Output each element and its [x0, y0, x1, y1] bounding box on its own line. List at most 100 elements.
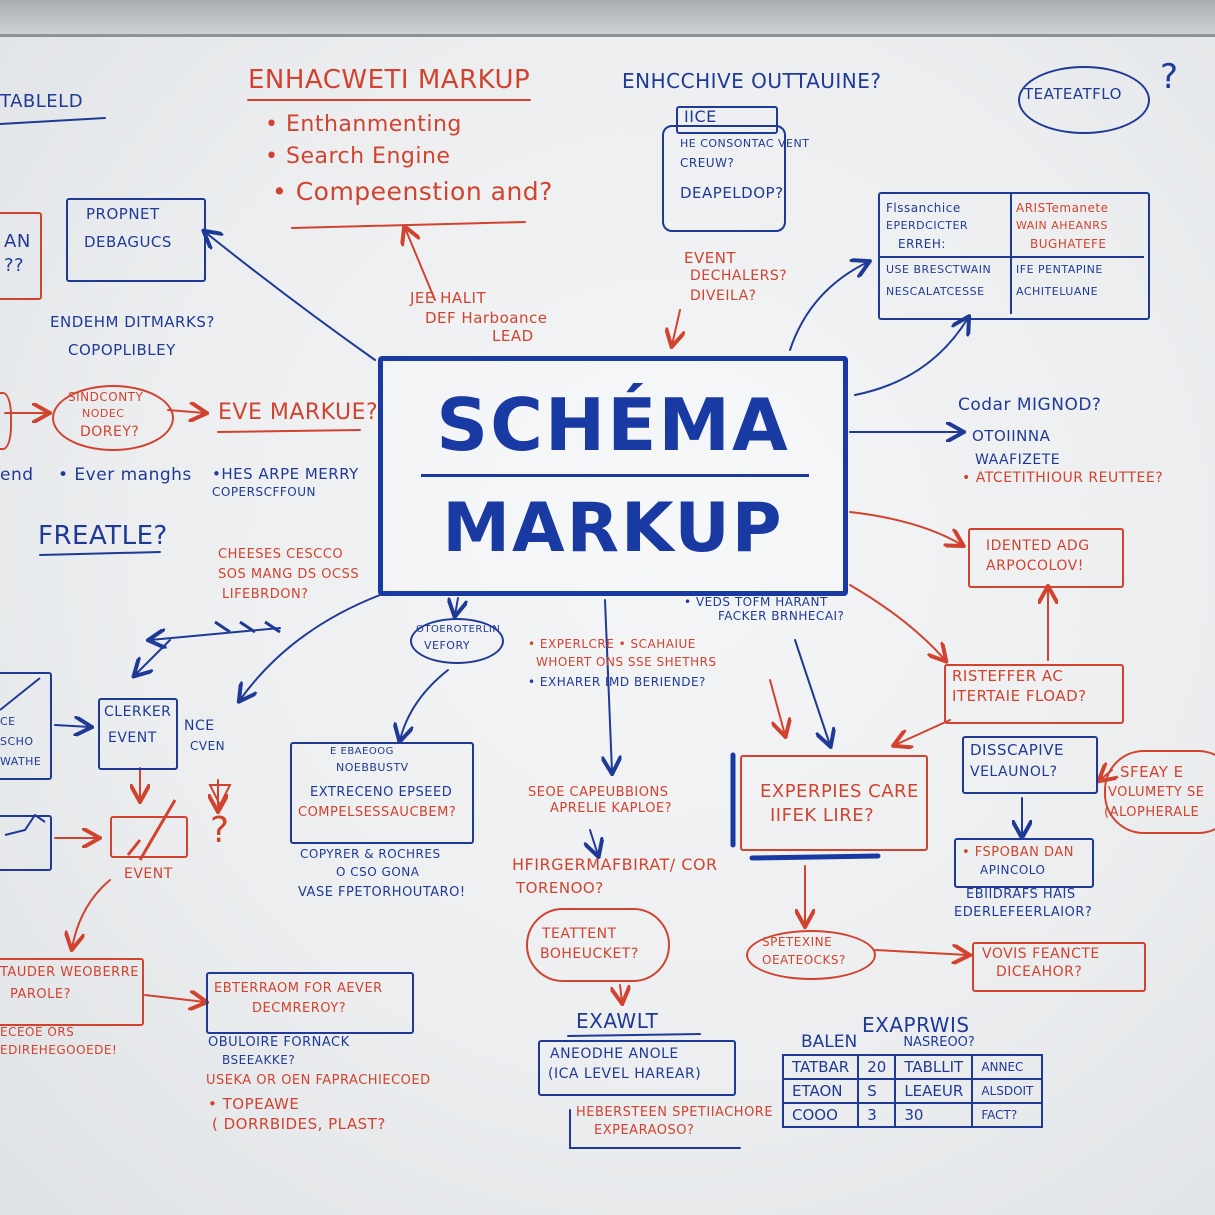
product-line1: PROPNET: [86, 205, 160, 223]
bottom-left-list-1: OBULOIRE FORNACK: [208, 1035, 350, 1050]
enhanced-box-4: COMPELSESSAUCBEM?: [298, 805, 457, 820]
bottom-center-red-2: EXPEARAOSO?: [594, 1123, 695, 1138]
spetence-2: OEATEOCKS?: [762, 953, 846, 967]
right-side-1: SFEAY E: [1120, 763, 1184, 781]
top-right-circle: [1018, 66, 1150, 134]
cheeses-3: LIFEBRDON?: [222, 587, 309, 602]
ever-line-coper: COPERSCFFOUN: [212, 485, 316, 499]
red-box-right: [968, 528, 1124, 588]
right-low-box3: [954, 838, 1094, 888]
bt-r3c1: COOO: [781, 1102, 860, 1128]
bottom-center-box: [538, 1040, 736, 1096]
ever-line-manghs: • Ever manghs: [58, 465, 192, 485]
left-oval: [52, 385, 174, 451]
event-box-2: EVENT: [108, 730, 157, 746]
right-low-box3-1: • FSPOBAN DAN: [962, 845, 1074, 860]
red-center-low-2: APRELIE KAPLOE?: [550, 801, 673, 816]
bt-r1c4: ANNEC: [971, 1054, 1044, 1080]
bottom-left-box-2: DECMREROY?: [252, 1001, 347, 1016]
rt-r4c2: IFE PENTAPINE: [1016, 263, 1103, 276]
bottom-center-box-2: (ICA LEVEL HAREAR): [548, 1066, 702, 1082]
center-red-list-1: • EXPERLCRE • SCAHAIUE: [528, 637, 696, 651]
copyr-1: COPYRER & ROCHRES: [300, 847, 441, 861]
top-left-label: TABLELD: [0, 91, 84, 112]
bottom-left-box-1: EBTERRAOM FOR AEVER: [214, 981, 383, 996]
bubble-header: IICE: [684, 107, 717, 126]
enhanced-box: [290, 742, 474, 844]
red-note-line2: DEF Harboance: [425, 309, 548, 327]
vovis-box: [972, 942, 1146, 992]
bubble-line2: CREUW?: [680, 156, 735, 170]
center-red-list-3: • EXHARER IMD BERIENDE?: [528, 675, 706, 689]
bubble-header-box: [676, 106, 778, 134]
cheeses-1: CHEESES CESCCO: [218, 547, 344, 562]
bottom-left-red-2: PAROLE?: [10, 987, 72, 1002]
rt-r1c2: ARISTemanete: [1016, 201, 1109, 215]
product-box: [66, 198, 206, 282]
nice-1: NCE: [184, 718, 215, 734]
event-box-1: CLERKER: [104, 704, 172, 720]
enhance-left-2: COPOPLIBLEY: [68, 341, 176, 359]
teatent-2: BOHEUCKET?: [540, 946, 639, 962]
bottom-left-red-box: [0, 958, 144, 1026]
explicit-box: [740, 755, 928, 851]
right-mid-3: WAAFIZETE: [975, 452, 1061, 468]
spetence-1: SPETEXINE: [762, 935, 833, 949]
bottom-left-box: [206, 972, 414, 1034]
rt-r2c1: EPERDCICTER: [886, 219, 969, 232]
right-low-box2-1: DISSCAPIVE: [970, 741, 1064, 759]
enhanced-item-3: • Compeenstion and?: [272, 177, 553, 206]
left-oval-3: DOREY?: [80, 424, 140, 440]
right-table-divider-v: [1010, 194, 1012, 314]
red-note-line3: LEAD: [492, 327, 534, 345]
enhanced-item-1: • Enthanmenting: [265, 112, 462, 137]
bottom-center-red-1: HEBERSTEEN SPETIIACHORE: [576, 1105, 774, 1120]
bt-r1c1: TATBAR: [781, 1054, 860, 1080]
central-title-line2: MARKUP: [442, 489, 784, 568]
rt-r1c1: Flssanchice: [886, 201, 961, 215]
rt-r2c2: WAIN AHEANRS: [1016, 219, 1108, 232]
nice-2: CVEN: [190, 739, 226, 753]
rt-r3c2: BUGHATEFE: [1030, 237, 1107, 251]
right-mid-4: • ATCETITHIOUR REUTTEE?: [962, 470, 1164, 486]
left-oval-1: SINDCONTY: [68, 390, 144, 404]
top-right-circle-text: TEATEATFLO: [1024, 85, 1122, 103]
spetence-oval: [746, 930, 876, 980]
bt-r2c4: ALSDOIT: [971, 1078, 1044, 1104]
left-mid-box: [0, 672, 52, 780]
event-red-top-1: EVENT: [684, 249, 737, 267]
center-red-list-2: WHOERT ONS SSE SHETHRS: [536, 655, 717, 669]
event-box: [98, 698, 178, 770]
hfirm-1: HFIRGERMAFBIRAT/ COR: [512, 855, 718, 874]
bubble-line1: HE CONSONTAC VENT: [680, 137, 810, 150]
bottom-left-red-1: TAUDER WEOBERRE: [0, 965, 139, 980]
bottom-table-title: EXAPRWIS: [862, 1013, 970, 1037]
cheeses-2: SOS MANG DS OCSS: [218, 567, 360, 582]
event-red-top-2: DECHALERS?: [690, 268, 788, 284]
center-below-oval: [410, 618, 504, 664]
central-title-line1: SCHÉMA: [436, 383, 790, 467]
bottom-center-box-1: ANEODHE ANOLE: [550, 1046, 679, 1062]
bottom-table: BALEN NASREOO? TATBAR 20 TABLLIT ANNEC E…: [781, 1030, 1044, 1128]
vovis-1: VOVIS FEANCTE: [982, 946, 1100, 962]
whiteboard-frame: [0, 0, 1215, 37]
bottom-left-list-2: BSEEAKKE?: [222, 1053, 296, 1067]
explicit-box-2: IIFEK LIRE?: [770, 805, 875, 826]
right-table-divider-h: [880, 256, 1144, 258]
right-low-box1: [944, 664, 1124, 724]
enhance-cap-title: ENHCCHIVE OUTTAUINE?: [622, 69, 882, 93]
right-side-2: VOLUMETY SE: [1108, 785, 1205, 800]
right-mid-2: OTOIINNA: [972, 427, 1051, 445]
center-below-list-1: • VEDS TOFM HARANT: [684, 595, 828, 609]
right-table: [878, 192, 1150, 320]
teatent-1: TEATTENT: [542, 926, 617, 942]
right-low-note-2: EDERLEFEERLAIOR?: [954, 905, 1093, 920]
rt-r5c1: NESCALATCESSE: [886, 285, 985, 298]
bt-r1c2: 20: [857, 1054, 897, 1080]
checkbox-red: [110, 816, 188, 858]
bt-r3c3: 30: [894, 1102, 974, 1128]
bubble-line3: DEAPELDOP?: [680, 184, 784, 202]
left-edge-b: ??: [4, 255, 25, 276]
left-edge-box: [0, 212, 42, 300]
